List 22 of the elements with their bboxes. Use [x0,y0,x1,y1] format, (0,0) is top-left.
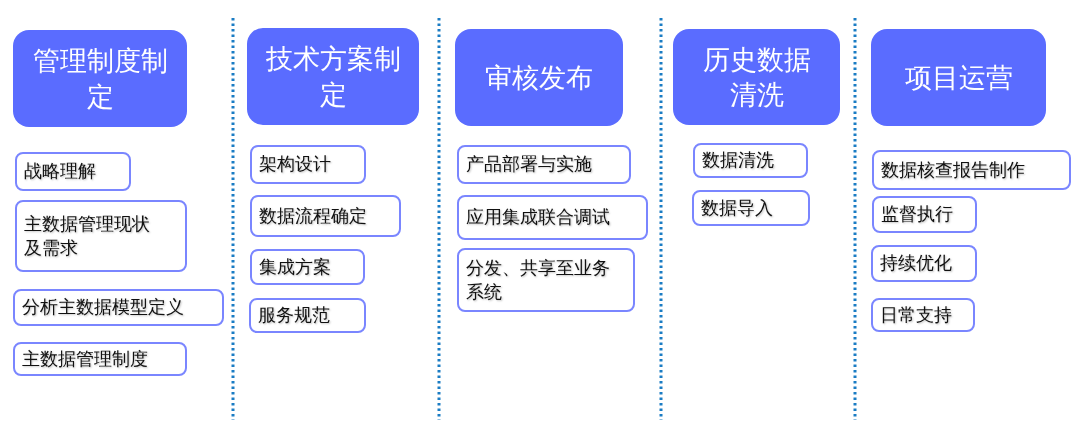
phase-header-box: 项目运营 [871,29,1046,126]
task-box: 监督执行 [872,196,977,233]
task-box: 架构设计 [250,145,366,184]
phase-header-box: 审核发布 [455,29,623,126]
task-box: 主数据管理制度 [13,342,187,376]
phase-header-box: 技术方案制定 [247,28,419,125]
task-box: 集成方案 [250,249,365,285]
task-box: 持续优化 [871,245,977,282]
phase-header-box: 管理制度制定 [13,30,187,127]
task-box: 战略理解 [15,152,131,191]
phase-header-box: 历史数据清洗 [673,29,840,125]
task-box: 服务规范 [249,298,366,333]
task-box: 数据导入 [692,190,810,226]
task-box: 日常支持 [871,298,975,332]
task-box: 分发、共享至业务系统 [457,248,635,312]
task-box: 数据清洗 [693,143,808,178]
task-box: 主数据管理现状及需求 [15,200,187,272]
task-box: 数据流程确定 [250,195,401,237]
task-box: 分析主数据模型定义 [13,289,224,326]
task-box: 数据核查报告制作 [872,150,1071,190]
task-box: 应用集成联合调试 [457,195,648,240]
task-box: 产品部署与实施 [457,145,631,184]
